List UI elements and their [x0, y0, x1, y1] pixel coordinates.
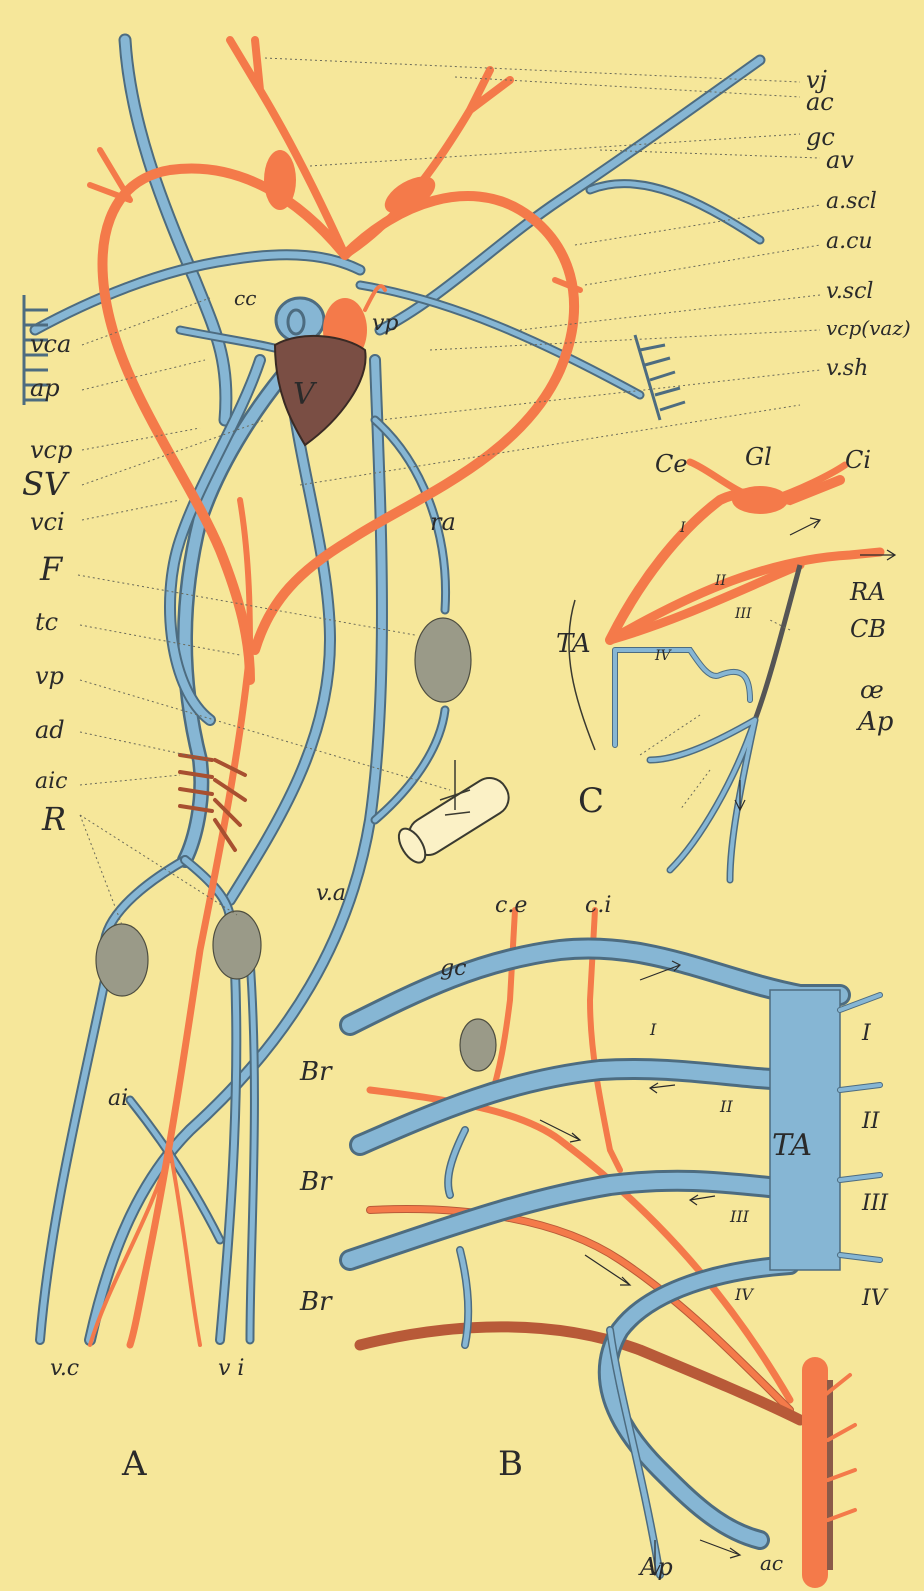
label-c-ra: RA	[849, 578, 885, 606]
veins-panel-a	[35, 40, 760, 1340]
label-c-ce: Ce	[655, 450, 688, 478]
label-b-rii: II	[861, 1109, 881, 1134]
glands-panel-a	[96, 618, 515, 996]
labels-c: Ce Gl Ci TA RA CB œ Ap I II III IV	[556, 443, 894, 737]
label-cc: cc	[234, 286, 256, 310]
label-c-ii: II	[714, 573, 727, 589]
label-b-ci: c.i	[585, 893, 611, 918]
label-ap: ap	[30, 374, 60, 402]
label-ai: ai	[108, 1086, 128, 1111]
label-vp-left: vp	[35, 662, 64, 690]
label-c-iv: IV	[654, 648, 673, 664]
label-c-iii: III	[734, 606, 752, 622]
label-b-ta: TA	[772, 1128, 812, 1163]
label-b-gc: gc	[440, 956, 466, 981]
label-b-ii: II	[719, 1097, 733, 1116]
label-b-br1: Br	[299, 1057, 333, 1087]
label-vc: v.c	[50, 1356, 79, 1381]
ventricle-shape	[275, 336, 366, 445]
label-ascl: a.scl	[826, 189, 877, 214]
panel-letter-b: B	[498, 1444, 523, 1484]
label-b-br2: Br	[299, 1167, 333, 1197]
label-b-iv: IV	[734, 1285, 754, 1304]
label-SV: SV	[22, 465, 70, 503]
label-c-ci: Ci	[845, 446, 871, 474]
label-c-cb: CB	[850, 615, 886, 643]
label-c-ap: Ap	[856, 707, 894, 737]
label-c-i: I	[679, 520, 686, 536]
label-b-riv: IV	[861, 1286, 889, 1311]
panel-letter-a: A	[121, 1444, 147, 1484]
label-b-riii: III	[861, 1191, 889, 1216]
label-b-ce: c.e	[495, 893, 527, 918]
label-vp-inner: vp	[372, 311, 399, 336]
label-tc: tc	[35, 608, 58, 636]
label-vi: v i	[218, 1356, 244, 1381]
label-ad: ad	[35, 716, 65, 744]
labels-a-right: vj ac gc av a.scl a.cu v.scl vcp(vaz) v.…	[806, 66, 911, 381]
label-vsh: v.sh	[826, 356, 868, 381]
label-F: F	[39, 550, 64, 588]
label-b-ri: I	[861, 1021, 872, 1046]
label-vcp: vcp	[30, 436, 72, 464]
labels-a-left: vca ap vcp SV vci F tc vp ad aic R	[22, 330, 72, 838]
label-c-ta: TA	[556, 629, 591, 659]
label-vci: vci	[30, 508, 65, 536]
label-vscl: v.scl	[826, 279, 873, 304]
label-ra: ra	[430, 508, 456, 536]
panel-c-vessels	[569, 462, 880, 880]
label-c-gl: Gl	[745, 443, 772, 471]
label-vcp-vaz: vcp(vaz)	[826, 316, 911, 340]
label-R: R	[41, 800, 66, 838]
panel-letter-c: C	[578, 781, 604, 821]
label-b-br3: Br	[299, 1287, 333, 1317]
label-ventricle: V	[293, 377, 318, 412]
label-va: v.a	[316, 881, 346, 906]
label-b-iii: III	[729, 1207, 750, 1226]
panel-b-vessels	[350, 910, 880, 1575]
label-av: av	[826, 146, 854, 174]
label-b-i: I	[649, 1020, 657, 1039]
label-aic: aic	[35, 769, 67, 794]
label-b-ap: Ap	[638, 1553, 673, 1581]
label-c-oe: œ	[860, 676, 884, 704]
label-b-ac: ac	[760, 1551, 783, 1575]
label-vca: vca	[30, 330, 71, 358]
label-ac: ac	[806, 88, 834, 116]
label-acu: a.cu	[826, 229, 873, 254]
